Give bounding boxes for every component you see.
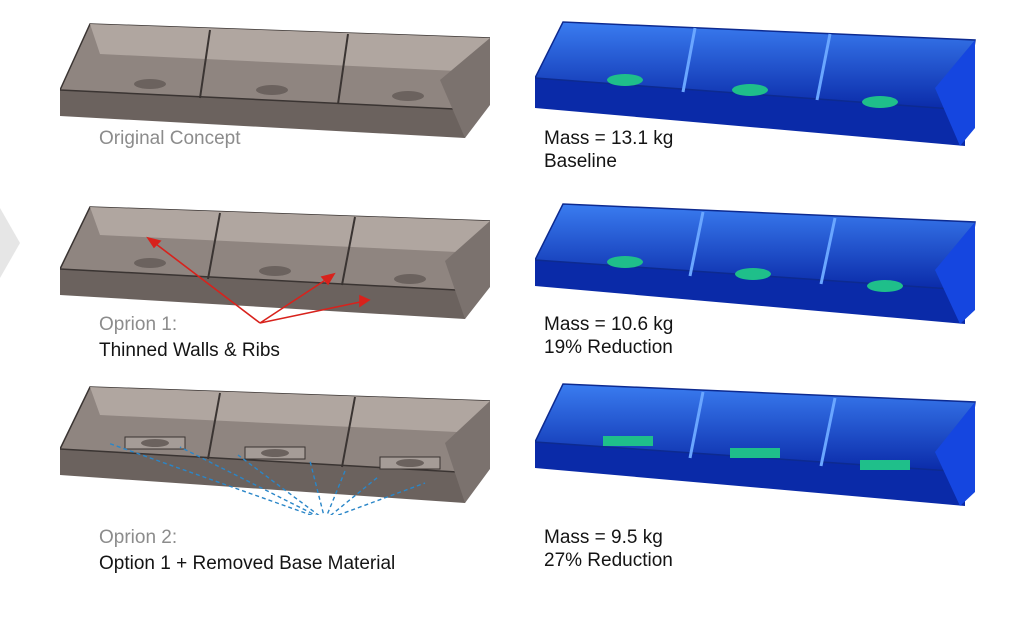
cad-subtitle-option-1: Thinned Walls & Ribs [99,340,280,361]
fea-model-option-1 [535,203,976,324]
mass-original: Mass = 13.1 kg [544,128,674,149]
cad-subtitle-option-2: Option 1 + Removed Base Material [99,553,396,574]
cad-title-option-2: Oprion 2: [99,527,178,548]
cad-title-option-1: Oprion 1: [99,314,178,335]
fea-model-original [535,21,976,146]
callout-arrows-option-1 [146,236,371,324]
mass-option-2: Mass = 9.5 kg [544,527,663,548]
cad-title-original: Original Concept [99,128,241,149]
cad-model-option-1 [60,206,490,324]
note-option-2: 27% Reduction [544,550,673,571]
cad-model-option-2 [60,386,490,515]
note-option-1: 19% Reduction [544,337,673,358]
note-original: Baseline [544,151,617,172]
fea-model-option-2 [535,383,976,506]
callout-arrows-option-2 [107,442,426,515]
mass-option-1: Mass = 10.6 kg [544,314,674,335]
side-chevron-icon [0,208,20,278]
cad-model-original [60,23,490,138]
